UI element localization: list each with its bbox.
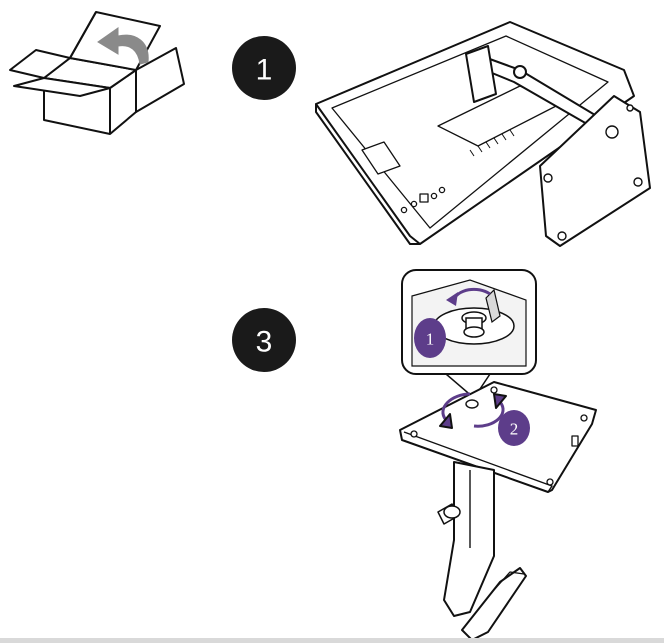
callout-1-number: 1 <box>426 330 435 349</box>
open-box-icon <box>10 12 184 134</box>
step-3-badge: 3 <box>232 308 296 372</box>
step-1-number: 1 <box>256 54 273 87</box>
callout-2-number: 2 <box>510 420 519 439</box>
monitor-stand: 2 <box>400 382 596 640</box>
callout-1-badge: 1 <box>414 318 446 358</box>
callout-2-badge: 2 <box>498 410 530 446</box>
zoom-inset: 1 <box>402 270 536 398</box>
monitor-facedown <box>316 22 650 246</box>
step-3-number: 3 <box>256 326 273 359</box>
step-1-badge: 1 <box>232 36 296 100</box>
bottom-border <box>0 638 664 643</box>
